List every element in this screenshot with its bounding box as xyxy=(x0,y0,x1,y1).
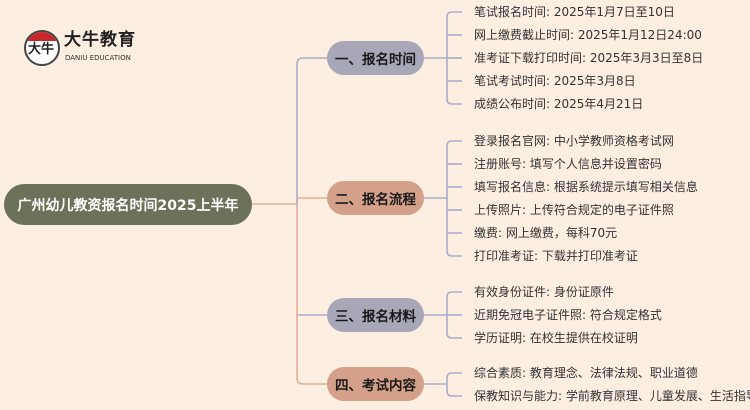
leaf-bracket xyxy=(446,198,462,257)
leaf-item: 有效身份证件: 身份证原件 xyxy=(474,285,614,299)
leaf-bracket xyxy=(446,372,462,384)
leaf-item: 打印准考证: 下载并打印准考证 xyxy=(474,249,638,263)
leaf-item: 准考证下载打印时间: 2025年3月3日至8日 xyxy=(474,51,704,65)
branch-node[interactable]: 一、报名时间 xyxy=(327,41,424,75)
leaf-item: 笔试报名时间: 2025年1月7日至10日 xyxy=(474,5,675,19)
logo-icon: 大牛 xyxy=(24,30,60,66)
branch-label: 三、报名材料 xyxy=(335,309,416,325)
leaf-item: 近期免冠电子证件照: 符合规定格式 xyxy=(474,308,662,322)
root-title: 广州幼儿教资报名时间2025上半年 xyxy=(17,197,239,214)
logo-mark-text: 大牛 xyxy=(28,42,55,57)
leaf-item: 综合素质: 教育理念、法律法规、职业道德 xyxy=(474,366,698,380)
branch-connector xyxy=(296,57,327,204)
leaf-item: 填写报名信息: 根据系统提示填写相关信息 xyxy=(474,180,698,194)
leaf-item: 缴费: 网上缴费，每科70元 xyxy=(474,226,618,240)
leaf-item: 笔试考试时间: 2025年3月8日 xyxy=(474,74,636,88)
branch-node[interactable]: 三、报名材料 xyxy=(327,298,424,332)
leaf-bracket xyxy=(446,11,462,58)
leaf-item: 登录报名官网: 中小学教师资格考试网 xyxy=(474,134,674,148)
branch-connector xyxy=(296,204,327,385)
leaf-item: 学历证明: 在校生提供在校证明 xyxy=(474,331,638,345)
leaf-item: 上传照片: 上传符合规定的电子证件照 xyxy=(474,203,674,217)
leaf-bracket xyxy=(446,291,462,315)
branch-label: 四、考试内容 xyxy=(335,378,416,394)
logo-text: 大牛教育 xyxy=(64,30,136,50)
branch-node[interactable]: 二、报名流程 xyxy=(327,181,424,215)
leaf-item: 成绩公布时间: 2025年4月21日 xyxy=(474,97,644,111)
leaf-item: 注册账号: 填写个人信息并设置密码 xyxy=(474,157,662,171)
branch-label: 二、报名流程 xyxy=(335,192,416,208)
logo-subtext: DANIU EDUCATION xyxy=(65,54,131,62)
leaf-bracket xyxy=(446,140,462,198)
branch-node[interactable]: 四、考试内容 xyxy=(327,367,424,401)
logo: 大牛 大牛教育 DANIU EDUCATION xyxy=(24,30,164,70)
branch-label: 一、报名时间 xyxy=(335,52,416,68)
leaf-bracket xyxy=(446,384,462,397)
root-node: 广州幼儿教资报名时间2025上半年 xyxy=(4,184,252,225)
leaf-item: 网上缴费截止时间: 2025年1月12日24:00 xyxy=(474,28,702,42)
leaf-bracket xyxy=(446,58,462,105)
leaf-bracket xyxy=(446,315,462,339)
leaf-item: 保教知识与能力: 学前教育原理、儿童发展、生活指导 xyxy=(474,389,750,403)
